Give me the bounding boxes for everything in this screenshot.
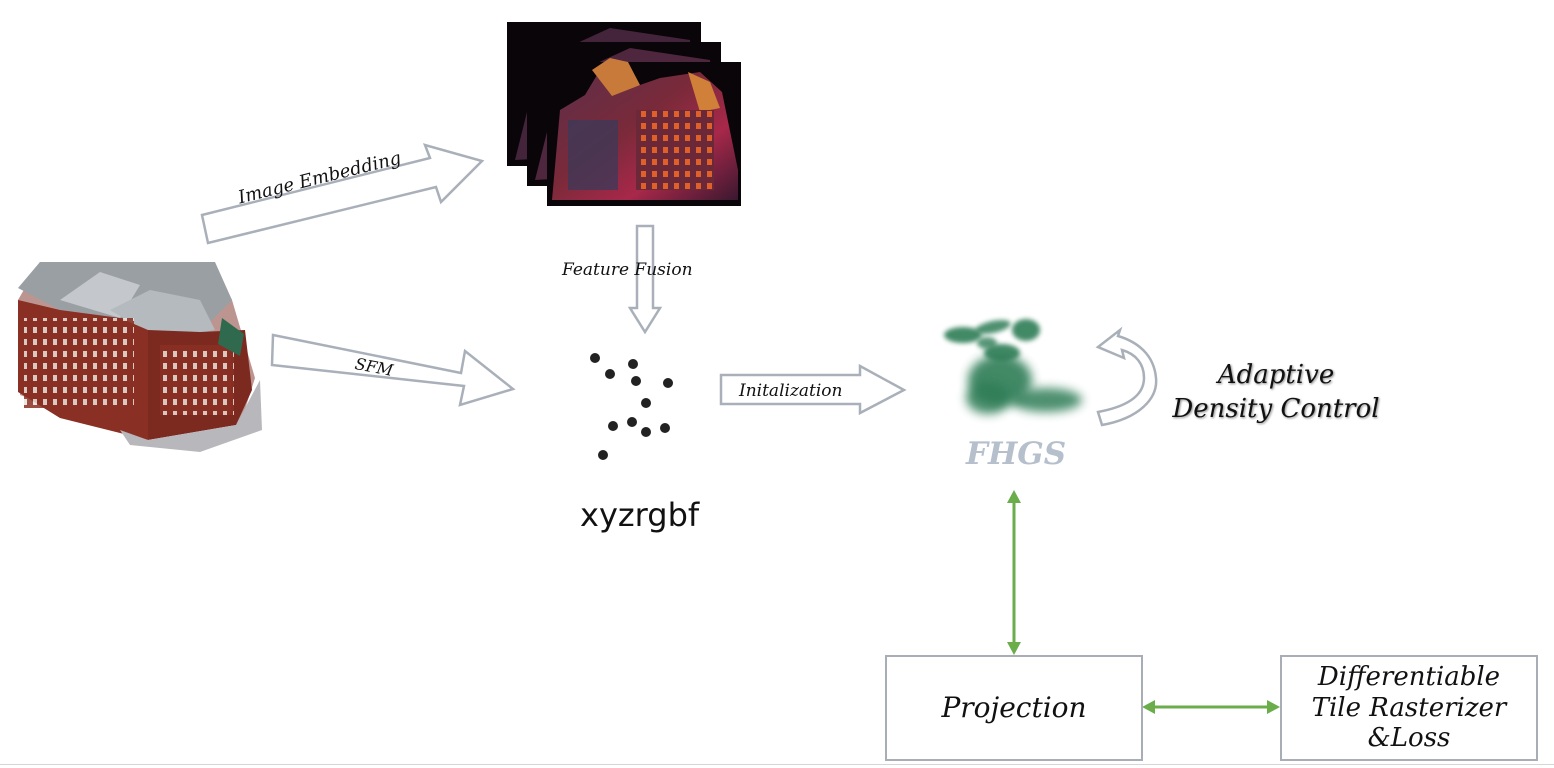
feature-fusion-label: Feature Fusion xyxy=(562,260,693,280)
feature-fusion-arrow xyxy=(627,224,663,335)
initialization-arrow xyxy=(719,363,907,416)
rasterizer-label-line3: &Loss xyxy=(1367,723,1451,754)
projection-rasterizer-link-arrow xyxy=(1142,700,1280,714)
fhgs-model-label: FHGS xyxy=(966,436,1067,472)
building-photo-stack-icon xyxy=(18,262,262,452)
point-cloud-icon xyxy=(590,353,673,460)
gaussian-blobs-icon xyxy=(944,319,1082,414)
projection-box: Projection xyxy=(885,655,1143,761)
feature-map-stack-icon xyxy=(507,22,741,206)
point-params-label: xyzrgbf xyxy=(580,496,700,534)
bottom-divider xyxy=(0,764,1554,765)
rasterizer-loss-box: Differentiable Tile Rasterizer &Loss xyxy=(1280,655,1538,761)
adaptive-label-line2: Density Control xyxy=(1172,394,1380,424)
image-embedding-arrow xyxy=(200,143,485,245)
projection-label: Projection xyxy=(941,691,1087,725)
fhgs-projection-link-arrow xyxy=(1007,490,1021,655)
rasterizer-label-line2: Tile Rasterizer xyxy=(1311,692,1507,723)
adaptive-label-line1: Adaptive xyxy=(1217,360,1335,390)
rasterizer-label-line1: Differentiable xyxy=(1317,661,1501,692)
adaptive-density-control-label: Adaptive Density Control xyxy=(1160,358,1392,426)
sfm-arrow xyxy=(270,333,516,407)
adaptive-density-loop-arrow xyxy=(1095,326,1158,427)
initialization-label: Initalization xyxy=(739,381,843,401)
